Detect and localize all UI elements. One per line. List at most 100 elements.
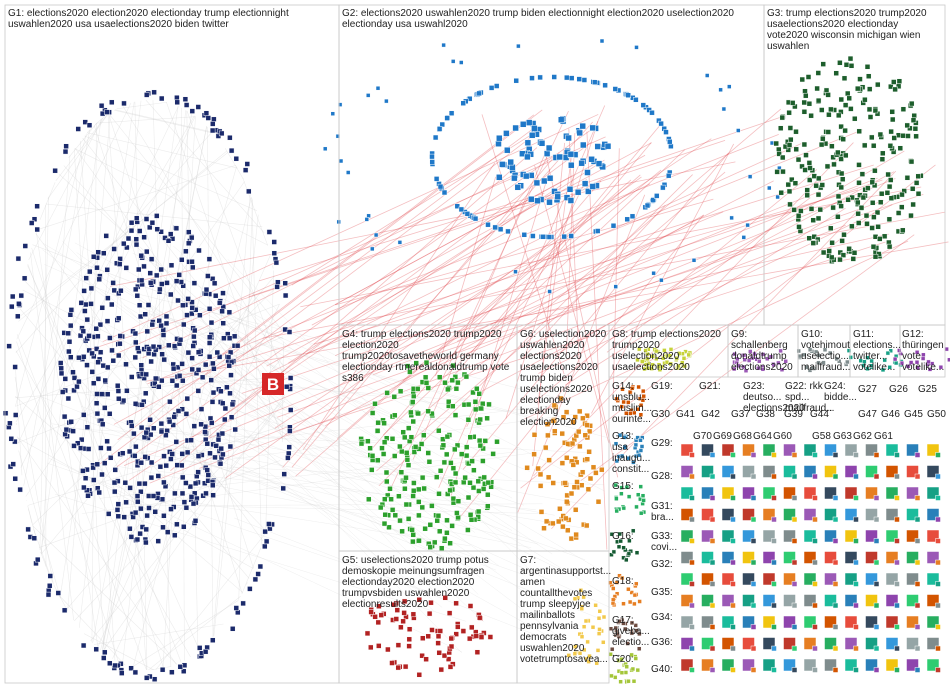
node-g3[interactable] <box>869 134 875 141</box>
node-g6[interactable] <box>572 414 579 420</box>
node-g20[interactable] <box>619 670 625 675</box>
node-g1[interactable] <box>179 257 185 263</box>
node-g2[interactable] <box>634 45 639 50</box>
node-g5[interactable] <box>378 612 385 618</box>
node-g20[interactable] <box>635 667 641 673</box>
node-g2[interactable] <box>534 197 541 205</box>
node-g2[interactable] <box>775 194 780 200</box>
node-small-group[interactable] <box>791 645 798 652</box>
node-g3[interactable] <box>854 85 861 92</box>
node-g5[interactable] <box>478 634 485 640</box>
node-g5[interactable] <box>474 649 481 655</box>
node-g5[interactable] <box>385 646 391 653</box>
node-g2[interactable] <box>472 215 479 222</box>
node-g2[interactable] <box>546 234 553 240</box>
node-g1[interactable] <box>45 591 52 598</box>
node-g2[interactable] <box>660 184 666 191</box>
node-g2[interactable] <box>485 221 491 228</box>
node-g8[interactable] <box>660 355 666 361</box>
node-g3[interactable] <box>774 169 780 175</box>
node-g7[interactable] <box>594 660 599 666</box>
node-g2[interactable] <box>650 197 656 203</box>
node-g1[interactable] <box>271 250 278 256</box>
node-g4[interactable] <box>450 403 456 409</box>
node-g8[interactable] <box>650 354 655 359</box>
node-g3[interactable] <box>855 199 861 206</box>
node-g6[interactable] <box>543 518 550 525</box>
node-g4[interactable] <box>477 416 483 423</box>
node-g1[interactable] <box>120 397 127 404</box>
node-g4[interactable] <box>387 486 393 492</box>
node-g11[interactable] <box>865 366 870 372</box>
node-g2[interactable] <box>594 143 601 150</box>
node-g1[interactable] <box>218 445 224 452</box>
node-g14[interactable] <box>635 406 640 412</box>
node-g1[interactable] <box>233 155 240 162</box>
node-g1[interactable] <box>173 225 180 232</box>
node-g3[interactable] <box>864 64 871 70</box>
node-g1[interactable] <box>166 342 172 349</box>
node-g1[interactable] <box>183 504 190 511</box>
node-g1[interactable] <box>68 354 74 360</box>
node-g3[interactable] <box>804 187 810 193</box>
node-g5[interactable] <box>435 633 442 640</box>
node-small-group[interactable] <box>771 602 777 609</box>
node-g14[interactable] <box>621 399 626 405</box>
node-g3[interactable] <box>872 167 878 174</box>
node-g20[interactable] <box>623 670 629 675</box>
node-g3[interactable] <box>806 100 813 107</box>
node-g1[interactable] <box>107 335 113 341</box>
node-g2[interactable] <box>644 202 651 209</box>
node-g16[interactable] <box>611 549 617 555</box>
node-g1[interactable] <box>263 538 270 545</box>
node-g4[interactable] <box>405 425 412 431</box>
node-g1[interactable] <box>62 431 68 437</box>
node-g15[interactable] <box>621 505 627 511</box>
node-g1[interactable] <box>156 384 162 390</box>
node-g6[interactable] <box>545 474 552 481</box>
node-g1[interactable] <box>15 255 22 262</box>
node-g1[interactable] <box>109 347 115 354</box>
node-g3[interactable] <box>838 184 845 191</box>
node-g4[interactable] <box>405 516 412 522</box>
node-g1[interactable] <box>233 605 240 611</box>
node-g4[interactable] <box>369 410 376 416</box>
node-small-group[interactable] <box>894 538 900 544</box>
node-g3[interactable] <box>793 128 799 135</box>
node-g1[interactable] <box>104 364 111 371</box>
node-g1[interactable] <box>286 329 293 335</box>
node-g1[interactable] <box>158 266 164 273</box>
node-g18[interactable] <box>610 597 616 603</box>
node-g3[interactable] <box>825 129 832 135</box>
node-g1[interactable] <box>224 384 230 391</box>
node-g6[interactable] <box>572 507 579 513</box>
node-g4[interactable] <box>422 525 428 532</box>
node-g12[interactable] <box>947 357 950 363</box>
node-g3[interactable] <box>824 163 831 170</box>
node-g1[interactable] <box>206 353 213 360</box>
node-small-group[interactable] <box>853 581 859 587</box>
node-g1[interactable] <box>176 272 182 278</box>
node-small-group[interactable] <box>812 473 818 480</box>
node-g4[interactable] <box>482 438 489 444</box>
node-g3[interactable] <box>869 225 875 231</box>
node-g1[interactable] <box>195 388 202 394</box>
node-g1[interactable] <box>71 387 77 394</box>
node-g4[interactable] <box>372 401 378 407</box>
node-g1[interactable] <box>183 411 190 417</box>
node-g1[interactable] <box>191 490 198 497</box>
node-g14[interactable] <box>619 404 624 409</box>
node-g3[interactable] <box>810 217 816 223</box>
node-g4[interactable] <box>488 484 494 490</box>
node-g1[interactable] <box>132 286 139 293</box>
node-g5[interactable] <box>428 599 434 606</box>
node-g1[interactable] <box>81 288 87 294</box>
node-g1[interactable] <box>189 305 195 311</box>
node-g1[interactable] <box>257 563 264 570</box>
node-g2[interactable] <box>507 158 514 166</box>
node-small-group[interactable] <box>853 473 859 480</box>
node-small-group[interactable] <box>750 559 757 566</box>
node-g4[interactable] <box>465 417 472 423</box>
node-g1[interactable] <box>144 248 150 255</box>
node-g4[interactable] <box>449 523 455 529</box>
